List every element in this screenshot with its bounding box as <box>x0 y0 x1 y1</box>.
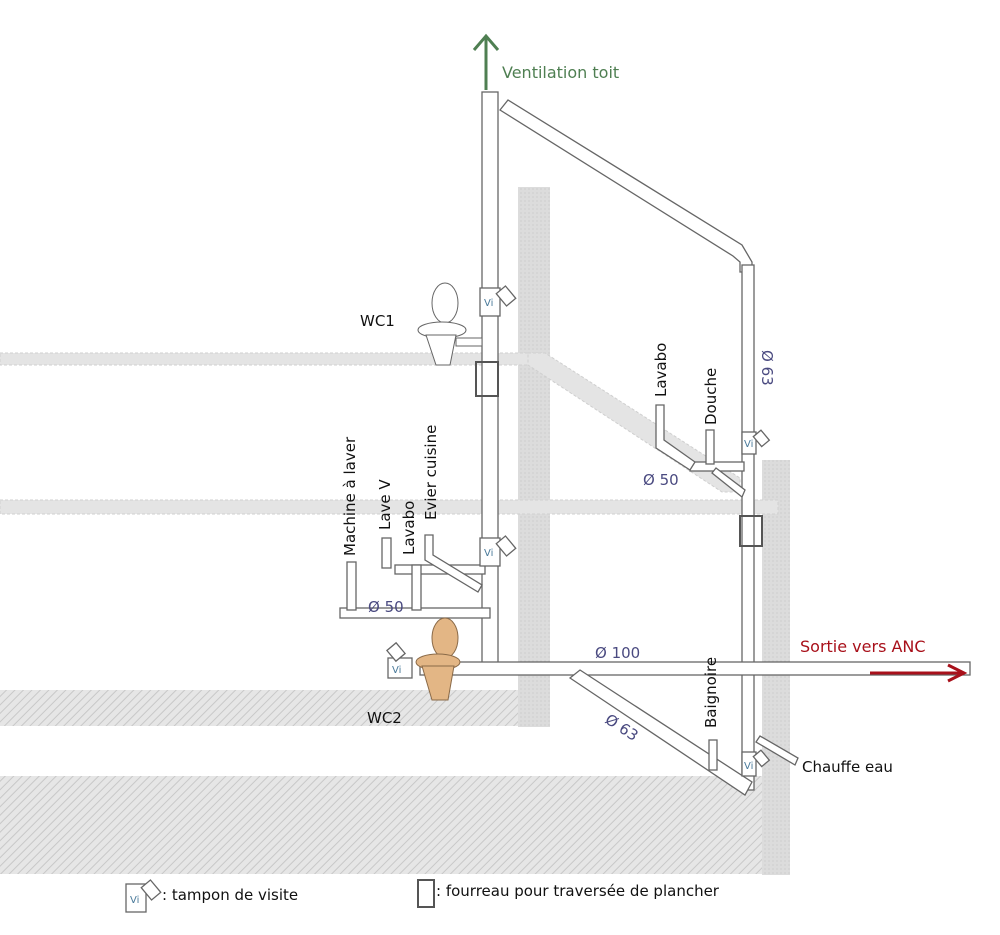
chauffe-eau-pipe <box>755 735 799 766</box>
main-drain <box>419 661 971 676</box>
douche-label: Douche <box>702 368 720 425</box>
inspection-fitting: Vi <box>479 535 517 567</box>
foundation <box>0 776 762 874</box>
baignoire-riser <box>708 739 718 771</box>
evier-label: Evier cuisine <box>422 425 440 520</box>
sleeve-upper <box>475 361 499 397</box>
baignoire-label: Baignoire <box>702 657 720 728</box>
sleeve-middle <box>739 515 763 547</box>
floor-middle <box>0 499 779 515</box>
building-structure <box>0 187 790 875</box>
legend-tampon-text: : tampon de visite <box>162 886 298 904</box>
wall-pillar-left <box>518 187 550 727</box>
vi-mark: Vi <box>484 548 493 559</box>
douche-diag <box>711 467 746 499</box>
exit-arrow <box>870 663 968 683</box>
pipes: Vi Vi Vi Vi Vi <box>339 91 971 796</box>
ventilation-arrow <box>472 33 500 90</box>
bath-diagonal-pipe <box>568 669 753 796</box>
lave-v-label: Lave V <box>376 479 394 530</box>
legend-fourreau-text: : fourreau pour traversée de plancher <box>436 882 720 900</box>
legend: Vi : tampon de visite : fourreau pour tr… <box>125 879 720 913</box>
wc1-label: WC1 <box>360 312 395 330</box>
vi-mark: Vi <box>744 439 753 450</box>
chauffe-eau-label: Chauffe eau <box>802 758 893 776</box>
ventilation-label: Ventilation toit <box>502 63 619 82</box>
exit-label: Sortie vers ANC <box>800 637 926 656</box>
vi-mark: Vi <box>744 761 753 772</box>
lavabo-rdc-label: Lavabo <box>400 501 418 555</box>
machine-riser <box>346 561 357 611</box>
lavabo-etage-label: Lavabo <box>652 343 670 397</box>
machine-label: Machine à laver <box>341 436 359 556</box>
main-stack <box>481 91 499 668</box>
evier-pipe <box>424 534 483 593</box>
lavabo-etage-pipe <box>655 404 696 471</box>
inspection-fitting: Vi <box>385 641 413 679</box>
lave-v-riser <box>381 537 392 569</box>
wc1-toilet <box>417 282 483 366</box>
legend-fourreau-icon <box>417 879 435 908</box>
inspection-fitting: Vi <box>479 285 517 317</box>
main-diameter: Ø 100 <box>595 644 640 662</box>
vi-mark: Vi <box>484 298 493 309</box>
vent-diameter: Ø 63 <box>758 350 776 386</box>
wc2-toilet <box>415 617 461 701</box>
inspection-fitting: Vi <box>741 749 771 777</box>
stack-right <box>741 264 755 791</box>
rdc-diameter: Ø 50 <box>368 598 404 616</box>
inspection-fitting: Vi <box>741 429 771 455</box>
legend-tampon-icon: Vi <box>125 879 162 913</box>
vi-mark: Vi <box>392 665 401 676</box>
svg-text:Vi: Vi <box>130 895 139 906</box>
wc2-label: WC2 <box>367 709 402 727</box>
etage-diameter: Ø 50 <box>643 471 679 489</box>
lavabo-riser <box>411 564 422 611</box>
douche-riser <box>705 429 715 465</box>
